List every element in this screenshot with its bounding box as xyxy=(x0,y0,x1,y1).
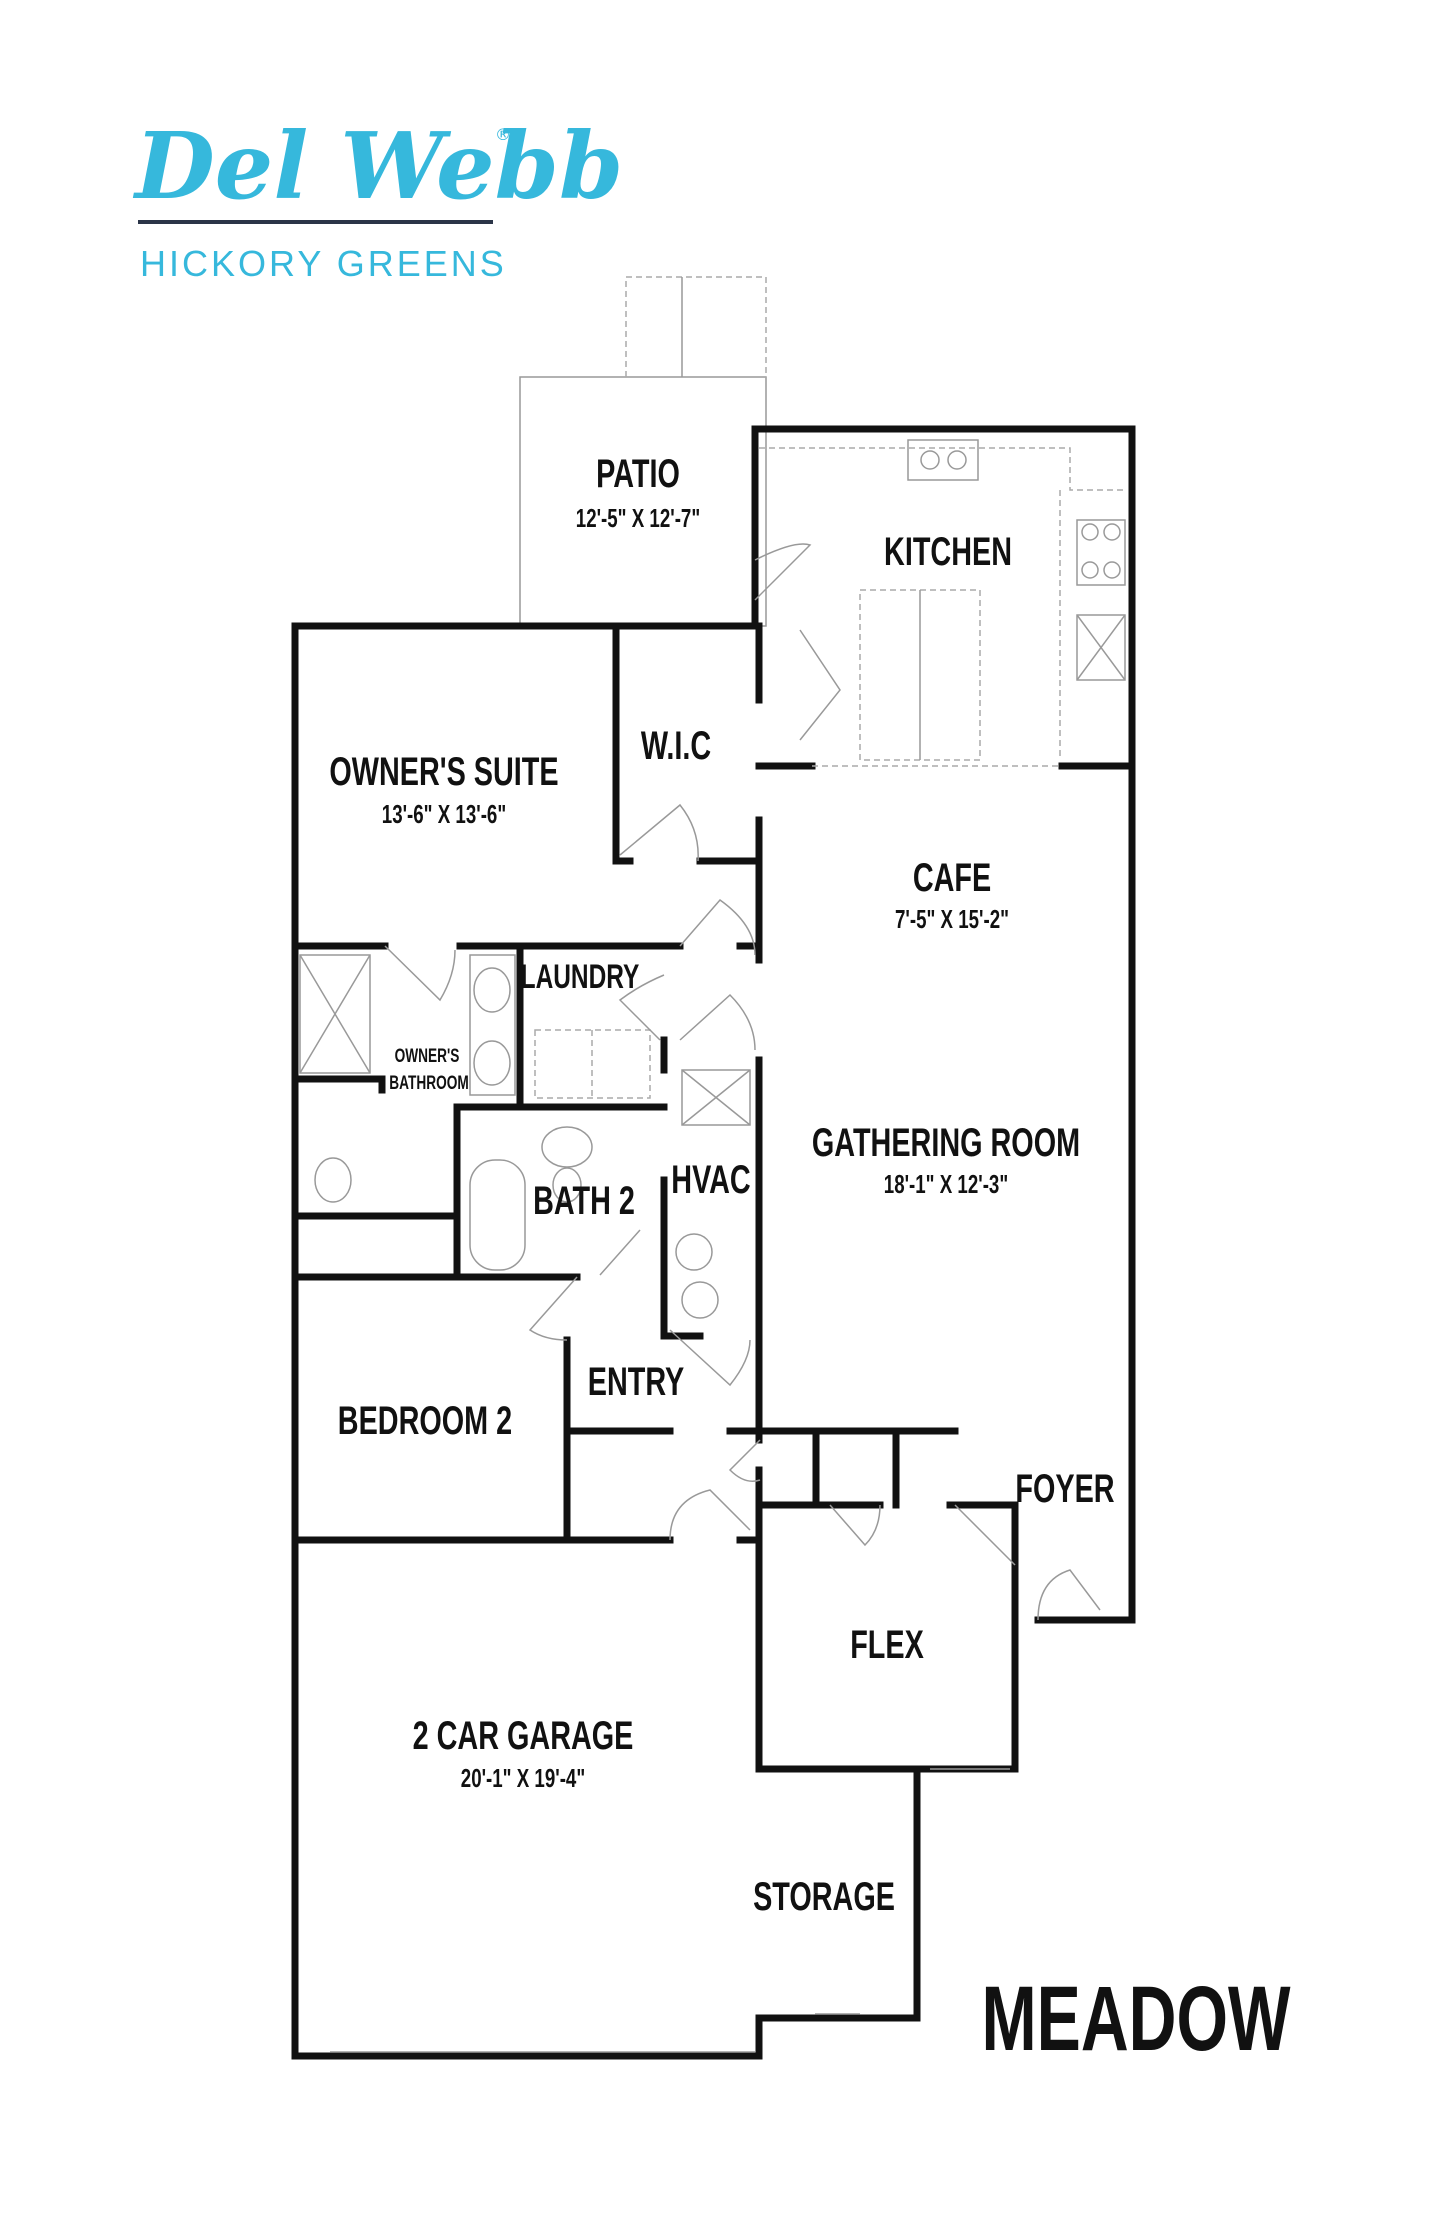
garage-dims: 20'-1" X 19'-4" xyxy=(461,1763,585,1793)
entry-label: ENTRY xyxy=(588,1359,685,1404)
logo-brand: Del Webb xyxy=(132,112,623,220)
bath2-label: BATH 2 xyxy=(533,1178,635,1223)
wic-label: W.I.C xyxy=(641,723,711,768)
cafe-dims: 7'-5" X 15'-2" xyxy=(895,904,1009,934)
plan-name: MEADOW xyxy=(981,1966,1290,2069)
bedroom2-label: BEDROOM 2 xyxy=(338,1398,512,1443)
garage-label: 2 CAR GARAGE xyxy=(413,1713,634,1758)
storage-label: STORAGE xyxy=(753,1874,895,1919)
fixtures xyxy=(299,439,1126,2053)
cafe-label: CAFE xyxy=(913,855,991,900)
registered-mark: ® xyxy=(495,125,511,144)
kitchen-label: KITCHEN xyxy=(884,529,1012,574)
patio-label: PATIO xyxy=(596,451,680,496)
hvac-label: HVAC xyxy=(671,1157,750,1202)
flex-label: FLEX xyxy=(850,1622,924,1667)
walls xyxy=(291,425,1136,2060)
logo: Del Webb ® HICKORY GREENS xyxy=(132,112,623,284)
gathering-room-label: GATHERING ROOM xyxy=(812,1120,1080,1165)
foyer-label: FOYER xyxy=(1015,1466,1114,1511)
owners-suite-dims: 13'-6" X 13'-6" xyxy=(382,799,506,829)
gathering-room-dims: 18'-1" X 12'-3" xyxy=(884,1169,1008,1199)
patio-dims: 12'-5" X 12'-7" xyxy=(576,503,700,533)
owners-bathroom-label-1: OWNER'S xyxy=(395,1045,460,1067)
laundry-label: LAUNDRY xyxy=(521,958,640,996)
logo-divider xyxy=(138,220,493,224)
owners-suite-label: OWNER'S SUITE xyxy=(329,749,558,794)
room-labels: PATIO 12'-5" X 12'-7" KITCHEN OWNER'S SU… xyxy=(329,451,1114,1919)
logo-community: HICKORY GREENS xyxy=(140,243,507,284)
owners-bathroom-label-2: BATHROOM xyxy=(389,1072,468,1094)
